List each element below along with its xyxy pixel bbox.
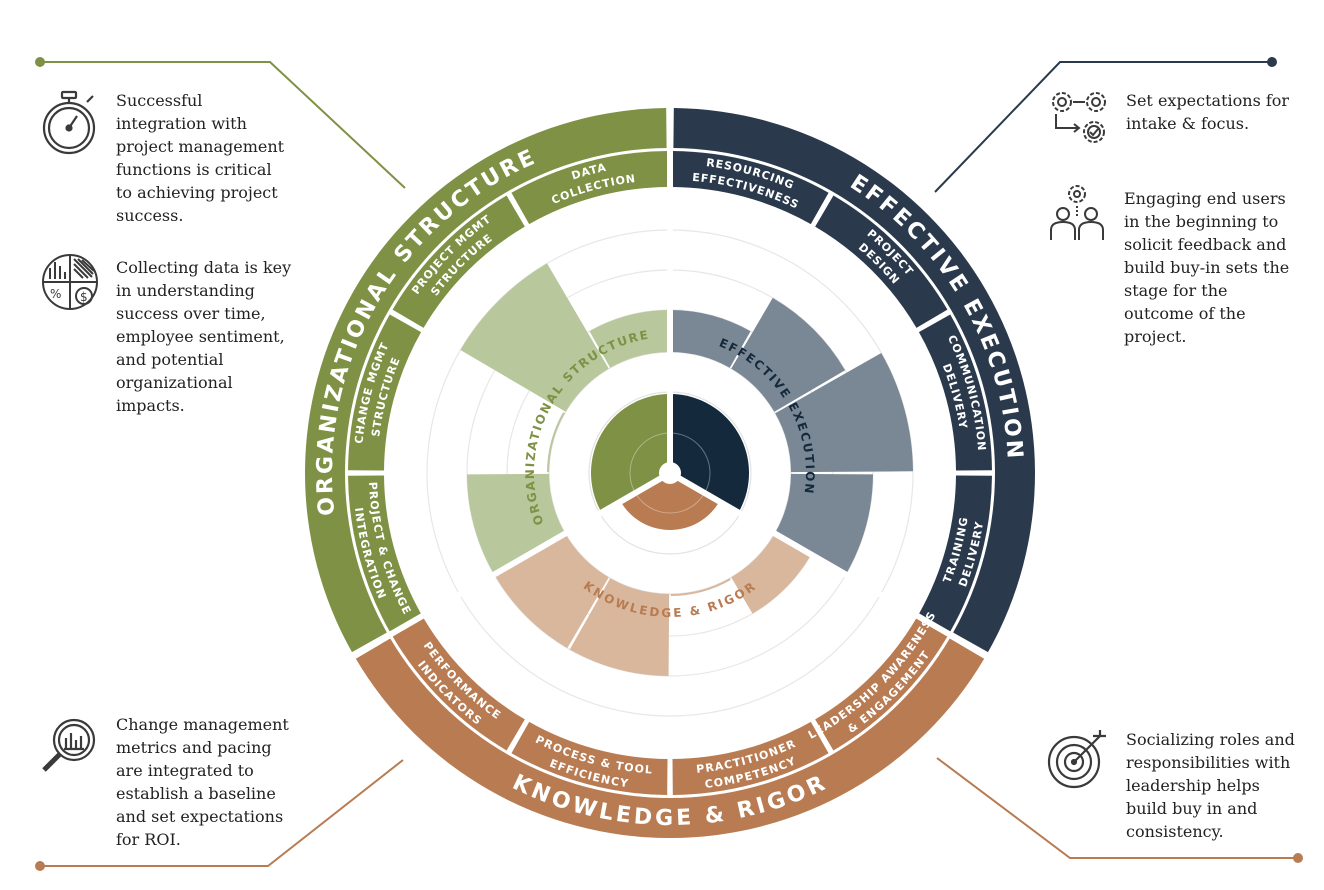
score-fill-knowledge bbox=[731, 534, 811, 614]
target-icon bbox=[1047, 730, 1106, 789]
score-fill-organizational bbox=[589, 310, 670, 368]
hub-dot bbox=[659, 462, 681, 484]
note-line: project management bbox=[116, 137, 285, 156]
sub-segment-effective bbox=[672, 151, 829, 225]
note-line: project. bbox=[1124, 327, 1187, 346]
connector-bottom-right bbox=[936, 757, 1298, 859]
note-line: organizational bbox=[116, 373, 233, 392]
note-line: success over time, bbox=[116, 304, 266, 323]
team-gear-icon bbox=[1050, 185, 1104, 240]
outer-bands bbox=[305, 108, 1035, 838]
sub-segment-organizational bbox=[348, 475, 422, 632]
band-organizational bbox=[305, 108, 667, 653]
connector-lines bbox=[35, 57, 1303, 871]
note-line: employee sentiment, bbox=[116, 327, 285, 346]
band-effective bbox=[673, 108, 1035, 653]
connector-top-left bbox=[40, 61, 406, 189]
note-line: in understanding bbox=[116, 281, 255, 300]
note-line: and potential bbox=[116, 350, 224, 369]
note-top-right: Set expectations for intake & focus. bbox=[1126, 89, 1289, 135]
note-line: for ROI. bbox=[116, 830, 181, 849]
note-line: are integrated to bbox=[116, 761, 254, 780]
note-line: integration with bbox=[116, 114, 247, 133]
connector-dot-bottom-right bbox=[1293, 853, 1303, 863]
score-fills bbox=[460, 263, 913, 676]
connector-top-right bbox=[934, 61, 1272, 193]
sub-segment-organizational bbox=[392, 195, 525, 328]
svg-text:$: $ bbox=[80, 290, 88, 304]
sub-segment-knowledge bbox=[511, 721, 668, 795]
note-line: Set expectations for bbox=[1126, 91, 1290, 110]
stopwatch-icon bbox=[42, 90, 96, 155]
magnifier-chart-icon bbox=[42, 718, 96, 772]
score-fill-effective bbox=[731, 297, 846, 412]
score-fill-effective bbox=[775, 352, 913, 473]
note-line: impacts. bbox=[116, 396, 185, 415]
sub-segment-organizational bbox=[511, 151, 668, 225]
core-ring bbox=[629, 432, 711, 514]
sub-segment-effective bbox=[918, 475, 992, 632]
note-line: in the beginning to bbox=[1124, 212, 1279, 231]
band-knowledge bbox=[355, 638, 985, 838]
note-line: metrics and pacing bbox=[116, 738, 272, 757]
score-fill-knowledge bbox=[569, 578, 670, 676]
note-line: Socializing roles and bbox=[1126, 730, 1295, 749]
sub-segment-effective bbox=[815, 195, 948, 328]
note-line: leadership helps bbox=[1126, 776, 1260, 795]
gears-flow-icon bbox=[1052, 92, 1106, 143]
score-fill-organizational bbox=[547, 412, 565, 473]
center-core bbox=[350, 106, 990, 660]
sub-segment-effective bbox=[918, 314, 992, 471]
note-line: Collecting data is key bbox=[116, 258, 292, 277]
score-fill-organizational bbox=[467, 473, 565, 574]
sub-segment-knowledge bbox=[672, 721, 829, 795]
connector-dot-top-left bbox=[35, 57, 45, 67]
section-divider bbox=[350, 474, 665, 660]
note-line: stage for the bbox=[1124, 281, 1228, 300]
sub-category-segments bbox=[348, 151, 992, 795]
sub-segment-knowledge bbox=[392, 618, 525, 751]
note-line: Successful bbox=[116, 91, 203, 110]
svg-text:%: % bbox=[50, 287, 61, 301]
note-line: and set expectations bbox=[116, 807, 284, 826]
score-fill-organizational bbox=[460, 263, 609, 412]
note-line: consistency. bbox=[1126, 822, 1224, 841]
note-line: responsibilities with bbox=[1126, 753, 1291, 772]
note-bottom-left: Change management metrics and pacing are… bbox=[116, 713, 289, 851]
note-line: intake & focus. bbox=[1126, 114, 1250, 133]
connector-dot-bottom-left bbox=[35, 861, 45, 871]
note-bottom-right: Socializing roles and responsibilities w… bbox=[1126, 728, 1295, 843]
sub-segment-organizational bbox=[348, 314, 422, 471]
note-line: establish a baseline bbox=[116, 784, 276, 803]
note-line: outcome of the bbox=[1124, 304, 1246, 323]
note-line: success. bbox=[116, 206, 184, 225]
note-line: build buy in and bbox=[1126, 799, 1258, 818]
note-line: solicit feedback and bbox=[1124, 235, 1287, 254]
note-line: functions is critical bbox=[116, 160, 272, 179]
note-line: build buy-in sets the bbox=[1124, 258, 1290, 277]
score-fill-knowledge bbox=[670, 578, 731, 596]
score-fill-knowledge bbox=[494, 534, 609, 649]
connector-dot-top-right bbox=[1267, 57, 1277, 67]
note-line: Change management bbox=[116, 715, 289, 734]
sub-segment-knowledge bbox=[815, 618, 948, 751]
core-wedge-knowledge bbox=[621, 473, 719, 530]
note-line: to achieving project bbox=[116, 183, 278, 202]
score-fill-effective bbox=[775, 473, 873, 574]
note-top-left: Successful integration with project mana… bbox=[116, 89, 284, 227]
connector-bottom-left bbox=[40, 759, 404, 867]
note-line: Engaging end users bbox=[1124, 189, 1286, 208]
data-analytics-icon: % $ bbox=[42, 254, 98, 310]
score-fill-effective bbox=[670, 310, 751, 368]
section-divider bbox=[675, 474, 990, 660]
note-mid-left: Collecting data is key in understanding … bbox=[116, 256, 291, 417]
note-mid-right: Engaging end users in the beginning to s… bbox=[1124, 187, 1289, 348]
